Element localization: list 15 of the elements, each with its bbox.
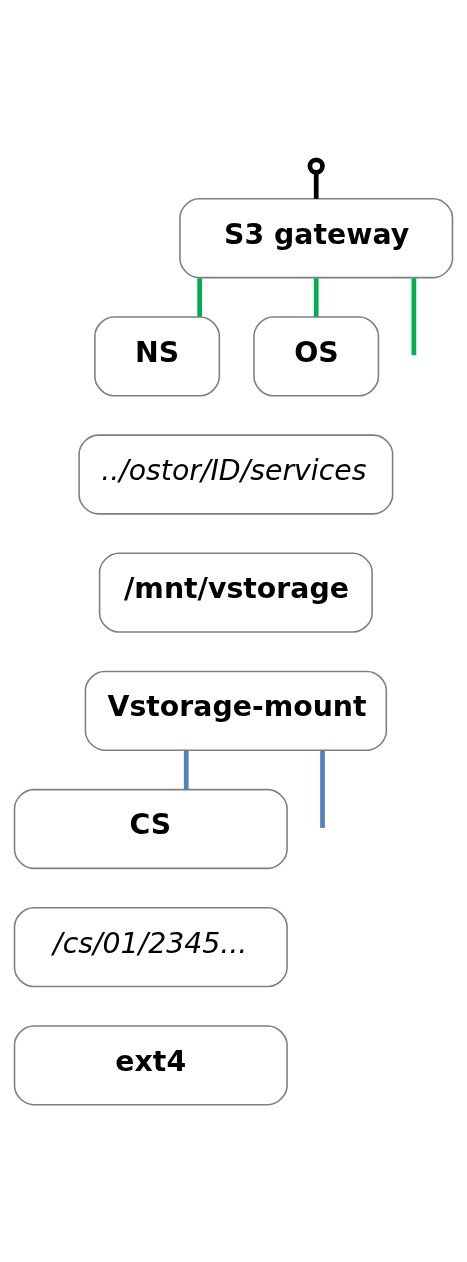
node-box: S3 gateway [179, 197, 454, 278]
node-box: ../ostor/ID/services [78, 433, 394, 515]
node-box: Vstorage-mount [84, 670, 388, 751]
node-box: /mnt/vstorage [98, 552, 373, 633]
connector [320, 750, 325, 828]
node-box: ext4 [13, 1024, 288, 1105]
node-box: NS [94, 315, 221, 397]
connector [411, 277, 417, 355]
connector [313, 171, 319, 199]
node-box: CS [13, 788, 288, 869]
connector [183, 750, 189, 789]
connector [313, 277, 319, 317]
node-box: /cs/01/2345... [13, 906, 288, 987]
node-box: OS [253, 315, 380, 397]
connector [197, 277, 202, 317]
